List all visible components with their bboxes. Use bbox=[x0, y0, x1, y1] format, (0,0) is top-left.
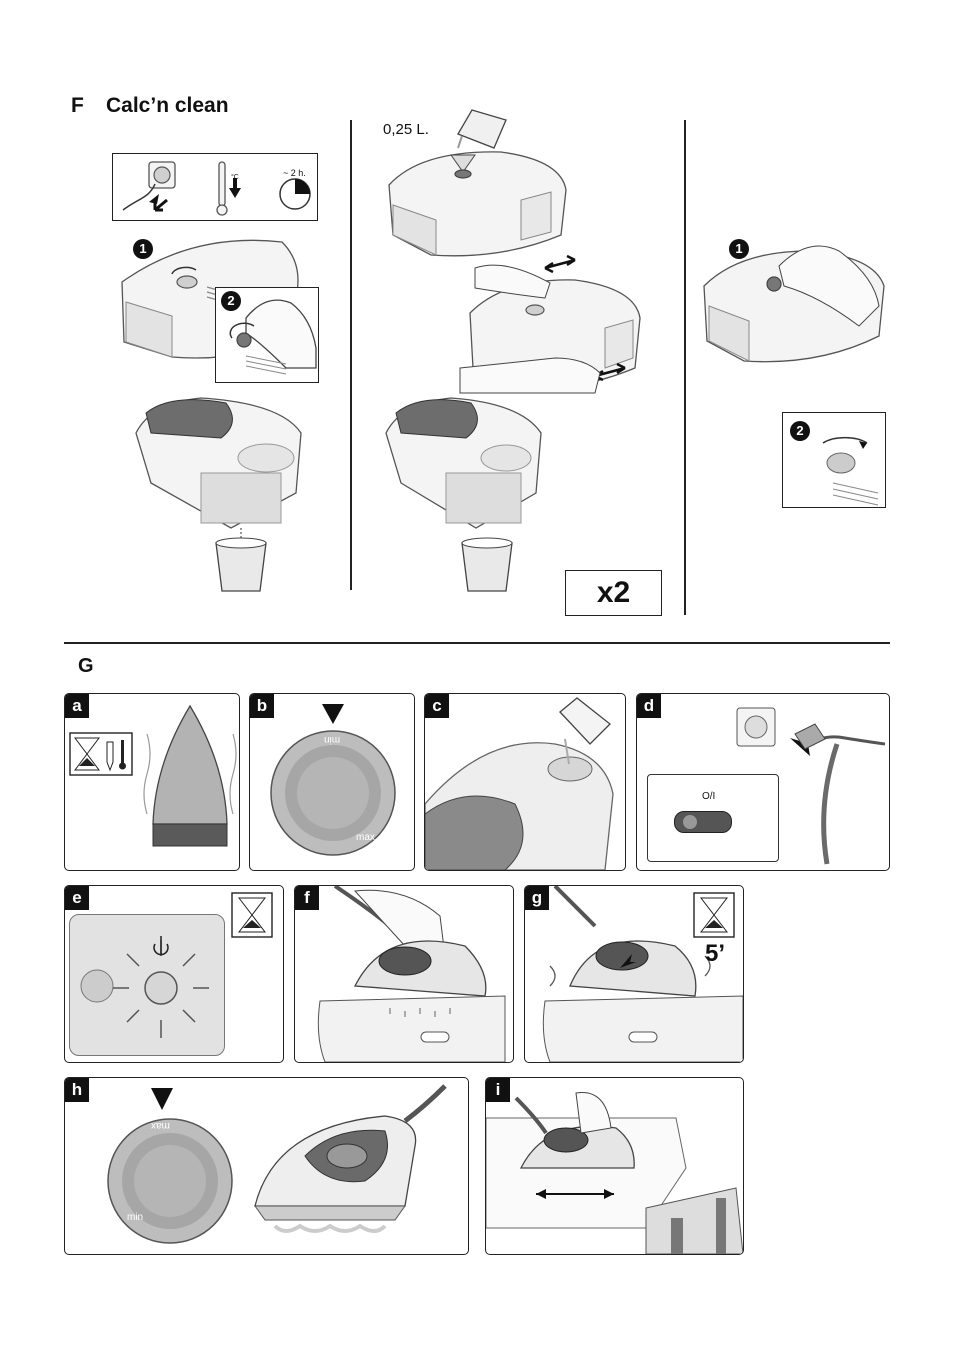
cap-tighten-arrow bbox=[822, 436, 879, 506]
wall-socket-plug bbox=[736, 707, 886, 756]
section-g-letter: G bbox=[78, 655, 94, 677]
power-switch[interactable] bbox=[674, 811, 732, 833]
panel-f-tag: f bbox=[295, 886, 319, 910]
panel-d: d O/I bbox=[636, 693, 890, 871]
thermometer-icon bbox=[216, 161, 241, 216]
dial-min-label-b: min bbox=[324, 734, 341, 745]
panel-d-tag: d bbox=[637, 694, 661, 718]
repeat-box: x2 bbox=[565, 570, 662, 616]
panel-c-tag: c bbox=[425, 694, 449, 718]
steam-dial-max bbox=[107, 1118, 233, 1244]
panel-h: h max min bbox=[64, 1077, 469, 1255]
panel-i: i bbox=[485, 1077, 744, 1255]
iron-pressing-button bbox=[542, 886, 743, 1062]
column-divider-2 bbox=[684, 120, 686, 615]
panel-f: f bbox=[294, 885, 514, 1063]
step-number-1: 1 bbox=[133, 239, 153, 259]
hourglass-icon-e bbox=[231, 892, 273, 938]
filling-iron-reservoir bbox=[425, 697, 614, 870]
dial-max-label-b: max bbox=[356, 832, 375, 843]
panel-a: a bbox=[64, 693, 240, 871]
section-f-title: Calc’n clean bbox=[106, 94, 229, 117]
dial-max-label-h: max bbox=[151, 1120, 170, 1131]
column-divider-1 bbox=[350, 120, 352, 590]
steam-generator-draining-2 bbox=[385, 397, 542, 529]
section-f-letter: F bbox=[71, 94, 84, 117]
iron-on-base-hand bbox=[317, 886, 506, 1062]
precaution-box: °C ~ 2 h. bbox=[112, 153, 318, 221]
hourglass-thermo-icon bbox=[69, 732, 133, 776]
hand-unscrewing-cap bbox=[229, 299, 317, 375]
tank-being-filled bbox=[388, 151, 567, 257]
repeat-label: x2 bbox=[596, 576, 631, 609]
dial-pointer-icon bbox=[322, 704, 344, 724]
panel-g-tag: g bbox=[525, 886, 549, 910]
panel-e: e bbox=[64, 885, 284, 1063]
hands-shaking bbox=[459, 264, 601, 394]
panel-e-tag: e bbox=[65, 886, 89, 910]
steam-ready-light bbox=[80, 936, 209, 1038]
step-number-2: 2 bbox=[221, 291, 241, 311]
dial-pointer-icon-h bbox=[151, 1088, 173, 1110]
measuring-cup-2 bbox=[461, 537, 513, 592]
dial-min-label-h: min bbox=[127, 1212, 144, 1223]
section-divider bbox=[64, 642, 890, 644]
pouring-jug bbox=[457, 109, 507, 149]
power-switch-panel: O/I bbox=[647, 774, 779, 862]
panel-c: c bbox=[424, 693, 626, 871]
clock-icon bbox=[279, 178, 311, 210]
ironing-fabric bbox=[486, 1091, 743, 1254]
steam-generator-draining bbox=[135, 397, 302, 540]
hourglass-icon-g bbox=[693, 892, 735, 938]
wait-time-label: 5’ bbox=[705, 940, 726, 967]
iron-steaming bbox=[254, 1084, 447, 1233]
panel-b: b min max bbox=[249, 693, 415, 871]
thermo-unit: °C bbox=[231, 174, 239, 181]
iron-cord bbox=[821, 743, 840, 865]
tank-refit-cap bbox=[703, 245, 885, 363]
panel-b-tag: b bbox=[250, 694, 274, 718]
panel-i-tag: i bbox=[486, 1078, 510, 1102]
hot-iron-soleplate bbox=[143, 704, 237, 847]
panel-a-tag: a bbox=[65, 694, 89, 718]
step-2-inset bbox=[215, 287, 319, 383]
switch-label: O/I bbox=[702, 791, 716, 802]
socket-icon bbox=[122, 161, 176, 212]
panel-g: g 5’ bbox=[524, 885, 744, 1063]
measuring-cup-1 bbox=[215, 537, 267, 592]
steam-dial bbox=[270, 730, 396, 856]
volume-label: 0,25 L. bbox=[383, 121, 429, 138]
panel-h-tag: h bbox=[65, 1078, 89, 1102]
step-number-2-refit: 2 bbox=[790, 421, 810, 441]
step-number-1-refit: 1 bbox=[729, 239, 749, 259]
power-switch-knob bbox=[683, 815, 697, 829]
timer-label: ~ 2 h. bbox=[283, 168, 306, 178]
